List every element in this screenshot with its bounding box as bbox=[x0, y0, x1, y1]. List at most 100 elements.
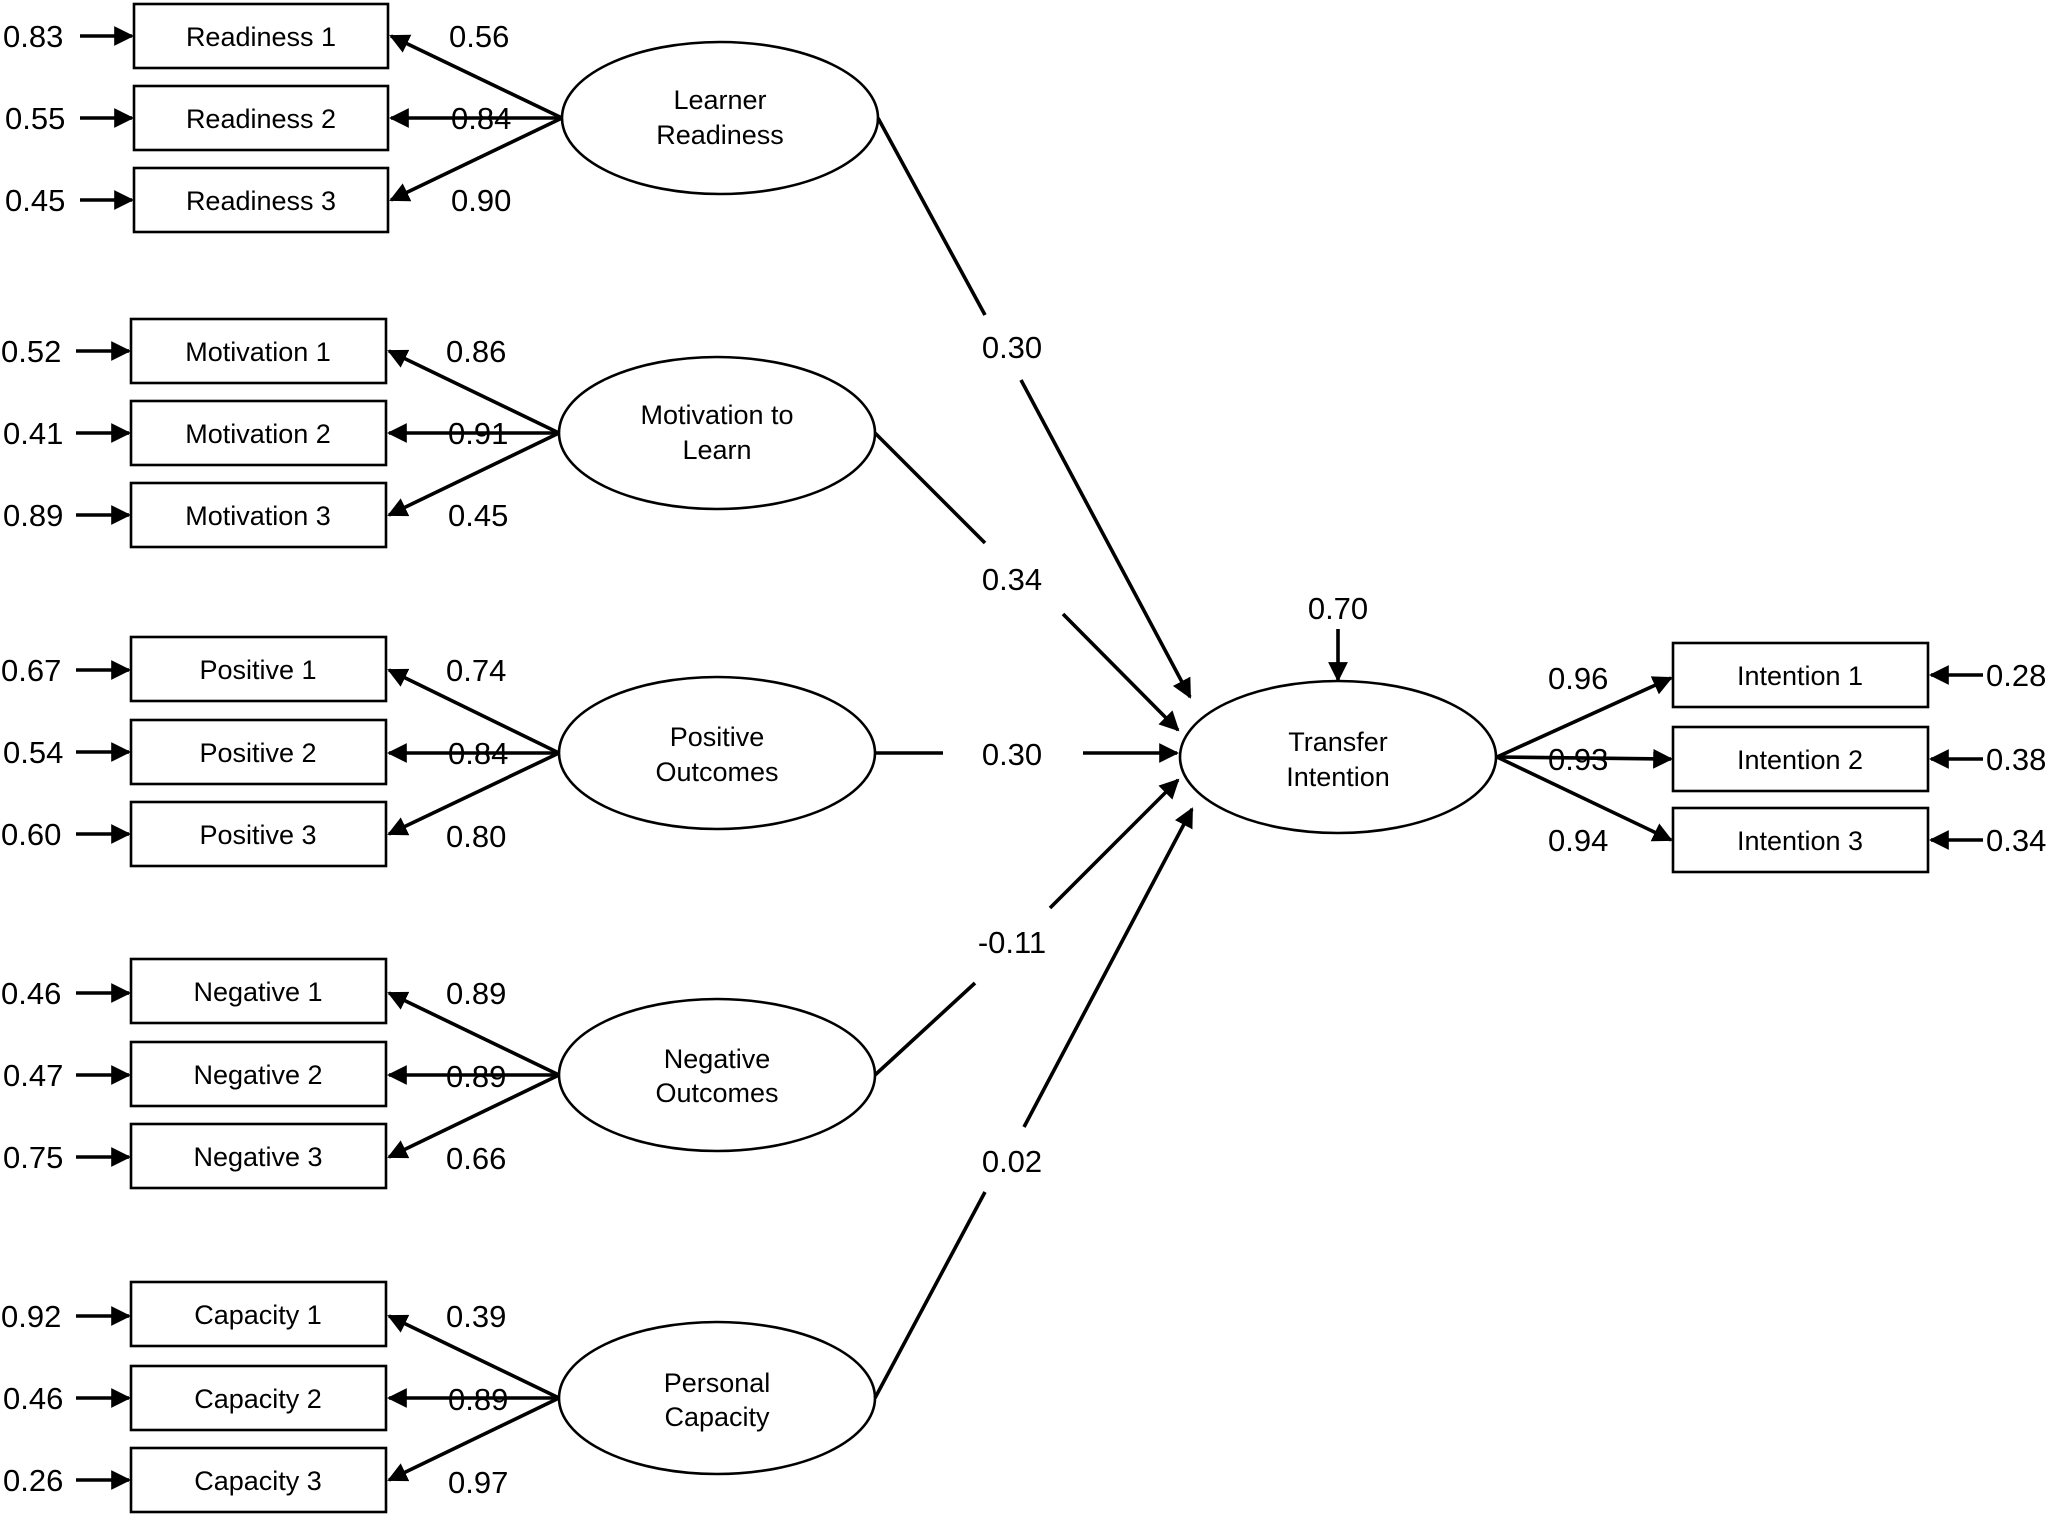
indicator-label-motivation-2: Motivation 2 bbox=[185, 419, 331, 449]
error-positive-2: 0.54 bbox=[3, 735, 63, 770]
loading-motivation-2: 0.91 bbox=[448, 416, 508, 451]
loading-arrow-capacity-1 bbox=[387, 1314, 560, 1400]
loading-arrow-negative-1 bbox=[387, 991, 560, 1077]
indicator-box-negative-3 bbox=[129, 1122, 388, 1190]
structural-paths: 0.30 0.34 0.30 -0.11 0.02 bbox=[873, 117, 1194, 1399]
loading-capacity-2: 0.89 bbox=[448, 1382, 508, 1417]
error-capacity-3: 0.26 bbox=[3, 1463, 63, 1498]
latent-label-transfer-line1: Transfer bbox=[1288, 727, 1388, 757]
path-coef-learner-readiness: 0.30 bbox=[982, 330, 1042, 365]
loading-arrow-positive-3 bbox=[387, 751, 560, 836]
loading-arrow-capacity-3 bbox=[387, 1396, 560, 1482]
loading-arrow-intention-1 bbox=[1496, 676, 1673, 759]
error-intention-3: 0.34 bbox=[1986, 823, 2046, 858]
personal-capacity-group: 0.92 0.46 0.26 Capacity 1 Capacity 2 Cap… bbox=[1, 1280, 877, 1514]
latent-label-learner-readiness-line1: Learner bbox=[673, 85, 766, 115]
path-coef-positive: 0.30 bbox=[982, 737, 1042, 772]
path-capacity-segment-2 bbox=[1022, 807, 1194, 1128]
indicator-box-capacity-2 bbox=[129, 1364, 388, 1432]
path-negative-segment-2 bbox=[1048, 778, 1180, 910]
indicator-label-positive-3: Positive 3 bbox=[199, 820, 316, 850]
loading-negative-2: 0.89 bbox=[446, 1059, 506, 1094]
latent-label-positive-line1: Positive bbox=[670, 722, 765, 752]
indicator-label-readiness-1: Readiness 1 bbox=[186, 22, 336, 52]
indicator-label-intention-3: Intention 3 bbox=[1737, 826, 1863, 856]
path-motivation-segment-1 bbox=[873, 431, 987, 545]
indicator-label-intention-1: Intention 1 bbox=[1737, 661, 1863, 691]
indicator-box-positive-3 bbox=[129, 800, 388, 868]
indicator-label-capacity-1: Capacity 1 bbox=[194, 1300, 322, 1330]
indicator-box-negative-1 bbox=[129, 957, 388, 1025]
loading-arrow-intention-2 bbox=[1496, 748, 1673, 769]
loading-motivation-1: 0.86 bbox=[446, 334, 506, 369]
error-intention-2: 0.38 bbox=[1986, 742, 2046, 777]
path-learner-readiness-segment-2 bbox=[1019, 379, 1192, 699]
loading-arrow-intention-3 bbox=[1496, 755, 1673, 842]
path-negative-segment-1 bbox=[873, 981, 977, 1077]
disturbance-value: 0.70 bbox=[1308, 591, 1368, 626]
error-readiness-3: 0.45 bbox=[5, 183, 65, 218]
indicator-label-readiness-3: Readiness 3 bbox=[186, 186, 336, 216]
indicator-box-motivation-2 bbox=[129, 399, 388, 467]
loading-arrow-negative-3 bbox=[387, 1073, 560, 1159]
loading-arrow-readiness-1 bbox=[389, 34, 563, 120]
indicator-label-positive-2: Positive 2 bbox=[199, 738, 316, 768]
loading-capacity-1: 0.39 bbox=[446, 1299, 506, 1334]
latent-label-capacity-line2: Capacity bbox=[664, 1402, 770, 1432]
latent-label-negative-line1: Negative bbox=[664, 1044, 771, 1074]
indicator-box-capacity-1 bbox=[129, 1280, 388, 1348]
error-motivation-2: 0.41 bbox=[3, 416, 63, 451]
error-capacity-2: 0.46 bbox=[3, 1381, 63, 1416]
latent-positive-outcomes bbox=[557, 675, 877, 831]
error-intention-1: 0.28 bbox=[1986, 658, 2046, 693]
loading-readiness-3: 0.90 bbox=[451, 183, 511, 218]
loading-intention-2: 0.93 bbox=[1548, 742, 1608, 777]
loading-readiness-2: 0.84 bbox=[451, 101, 511, 136]
path-motivation-segment-2 bbox=[1061, 612, 1180, 732]
error-motivation-1: 0.52 bbox=[1, 334, 61, 369]
latent-motivation-to-learn bbox=[557, 355, 877, 511]
indicator-box-positive-2 bbox=[129, 718, 388, 786]
indicator-label-positive-1: Positive 1 bbox=[199, 655, 316, 685]
error-positive-3: 0.60 bbox=[1, 817, 61, 852]
indicator-label-intention-2: Intention 2 bbox=[1737, 745, 1863, 775]
error-negative-3: 0.75 bbox=[3, 1140, 63, 1175]
error-negative-2: 0.47 bbox=[3, 1058, 63, 1093]
latent-negative-outcomes bbox=[557, 997, 877, 1153]
loading-positive-3: 0.80 bbox=[446, 819, 506, 854]
error-negative-1: 0.46 bbox=[1, 976, 61, 1011]
latent-personal-capacity bbox=[557, 1320, 877, 1476]
path-coef-motivation: 0.34 bbox=[982, 562, 1042, 597]
indicator-box-readiness-3 bbox=[132, 166, 390, 234]
path-capacity-segment-1 bbox=[873, 1191, 987, 1399]
indicator-label-motivation-3: Motivation 3 bbox=[185, 501, 331, 531]
indicator-label-readiness-2: Readiness 2 bbox=[186, 104, 336, 134]
indicator-box-motivation-1 bbox=[129, 317, 388, 385]
indicator-box-readiness-2 bbox=[132, 84, 390, 152]
loading-motivation-3: 0.45 bbox=[448, 498, 508, 533]
error-positive-1: 0.67 bbox=[1, 653, 61, 688]
loading-arrow-motivation-1 bbox=[387, 349, 560, 435]
path-learner-readiness-segment-1 bbox=[876, 117, 987, 316]
indicator-label-motivation-1: Motivation 1 bbox=[185, 337, 331, 367]
error-capacity-1: 0.92 bbox=[1, 1299, 61, 1334]
learner-readiness-group: 0.83 0.55 0.45 Readiness 1 Readiness 2 R… bbox=[3, 2, 880, 234]
error-motivation-3: 0.89 bbox=[3, 498, 63, 533]
loading-negative-3: 0.66 bbox=[446, 1141, 506, 1176]
indicator-box-readiness-1 bbox=[132, 2, 390, 70]
indicator-label-negative-2: Negative 2 bbox=[193, 1060, 322, 1090]
indicator-box-capacity-3 bbox=[129, 1446, 388, 1514]
positive-outcomes-group: 0.67 0.54 0.60 Positive 1 Positive 2 Pos… bbox=[1, 635, 877, 868]
latent-learner-readiness bbox=[560, 40, 880, 196]
latent-label-negative-line2: Outcomes bbox=[655, 1078, 778, 1108]
loading-readiness-1: 0.56 bbox=[449, 19, 509, 54]
negative-outcomes-group: 0.46 0.47 0.75 Negative 1 Negative 2 Neg… bbox=[1, 957, 877, 1190]
indicator-box-negative-2 bbox=[129, 1040, 388, 1108]
latent-label-positive-line2: Outcomes bbox=[655, 757, 778, 787]
loading-intention-1: 0.96 bbox=[1548, 661, 1608, 696]
error-readiness-2: 0.55 bbox=[5, 101, 65, 136]
loading-positive-2: 0.84 bbox=[448, 736, 508, 771]
loading-arrow-positive-1 bbox=[387, 668, 560, 755]
latent-label-capacity-line1: Personal bbox=[664, 1368, 771, 1398]
